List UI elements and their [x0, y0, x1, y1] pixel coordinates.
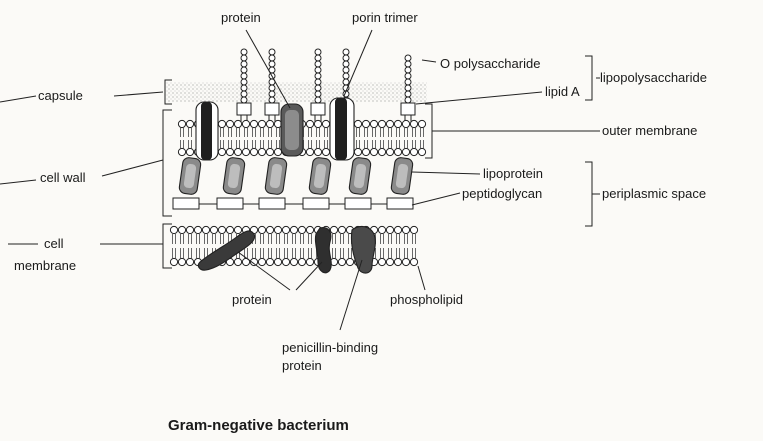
label-lipopolysaccharide: lipopolysaccharide: [600, 70, 707, 85]
label-lipid-a: lipid A: [545, 84, 580, 99]
label-cell-wall: cell wall: [40, 170, 86, 185]
label-o-polysaccharide: O polysaccharide: [440, 56, 540, 71]
label-capsule: capsule: [38, 88, 83, 103]
lps-bracket: [585, 56, 592, 100]
label-periplasmic-space: periplasmic space: [602, 186, 706, 201]
cell-wall-bracket: [163, 110, 172, 216]
penicillin-binding-protein-shape: [351, 227, 375, 274]
label-phospholipid: phospholipid: [390, 292, 463, 307]
label-outer-membrane: outer membrane: [602, 123, 697, 138]
label-protein-bottom: protein: [232, 292, 272, 307]
label-cell: cell: [44, 236, 64, 251]
diagram-title: Gram-negative bacterium: [168, 417, 349, 434]
label-protein-top: protein: [221, 10, 261, 25]
outer-membrane-bracket: [425, 104, 432, 158]
periplasm-bracket: [585, 162, 592, 226]
label-lipoprotein: lipoprotein: [483, 166, 543, 181]
capsule-band: [165, 82, 427, 102]
porin-trimer-left: [196, 102, 218, 160]
lipoproteins: [179, 157, 414, 195]
label-peptidoglycan: peptidoglycan: [462, 186, 542, 201]
label-porin-trimer: porin trimer: [352, 10, 418, 25]
label-pbp-protein: protein: [282, 358, 322, 373]
peptidoglycan-layer: [173, 198, 413, 209]
outer-membrane-protein: [281, 104, 303, 156]
label-membrane: membrane: [14, 258, 76, 273]
label-penicillin-binding: penicillin-binding: [282, 340, 378, 355]
porin-trimer-right: [330, 98, 354, 160]
